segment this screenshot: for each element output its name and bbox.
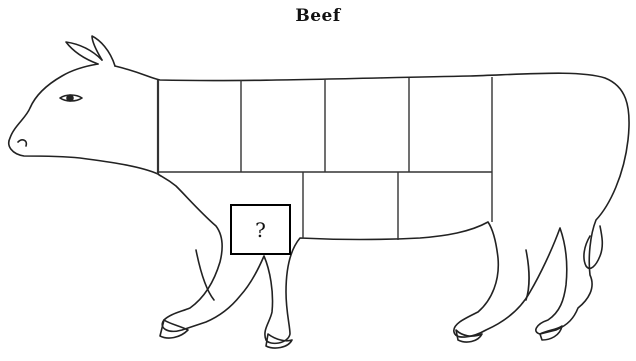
cow-leg-line-2	[526, 250, 529, 300]
cow-tail	[584, 226, 602, 268]
diagram-title: Beef	[270, 6, 366, 26]
cow-ear-right	[92, 36, 115, 66]
cow-hoof-back-right	[540, 326, 562, 340]
cow-ear-left	[66, 42, 102, 64]
question-mark: ?	[255, 218, 266, 242]
cow-hoof-back-left	[456, 330, 482, 342]
cow-body-outline	[9, 64, 629, 343]
cow-nostril	[18, 140, 26, 146]
cow-hoof-front-right	[266, 334, 292, 348]
question-box[interactable]: ?	[230, 204, 291, 255]
